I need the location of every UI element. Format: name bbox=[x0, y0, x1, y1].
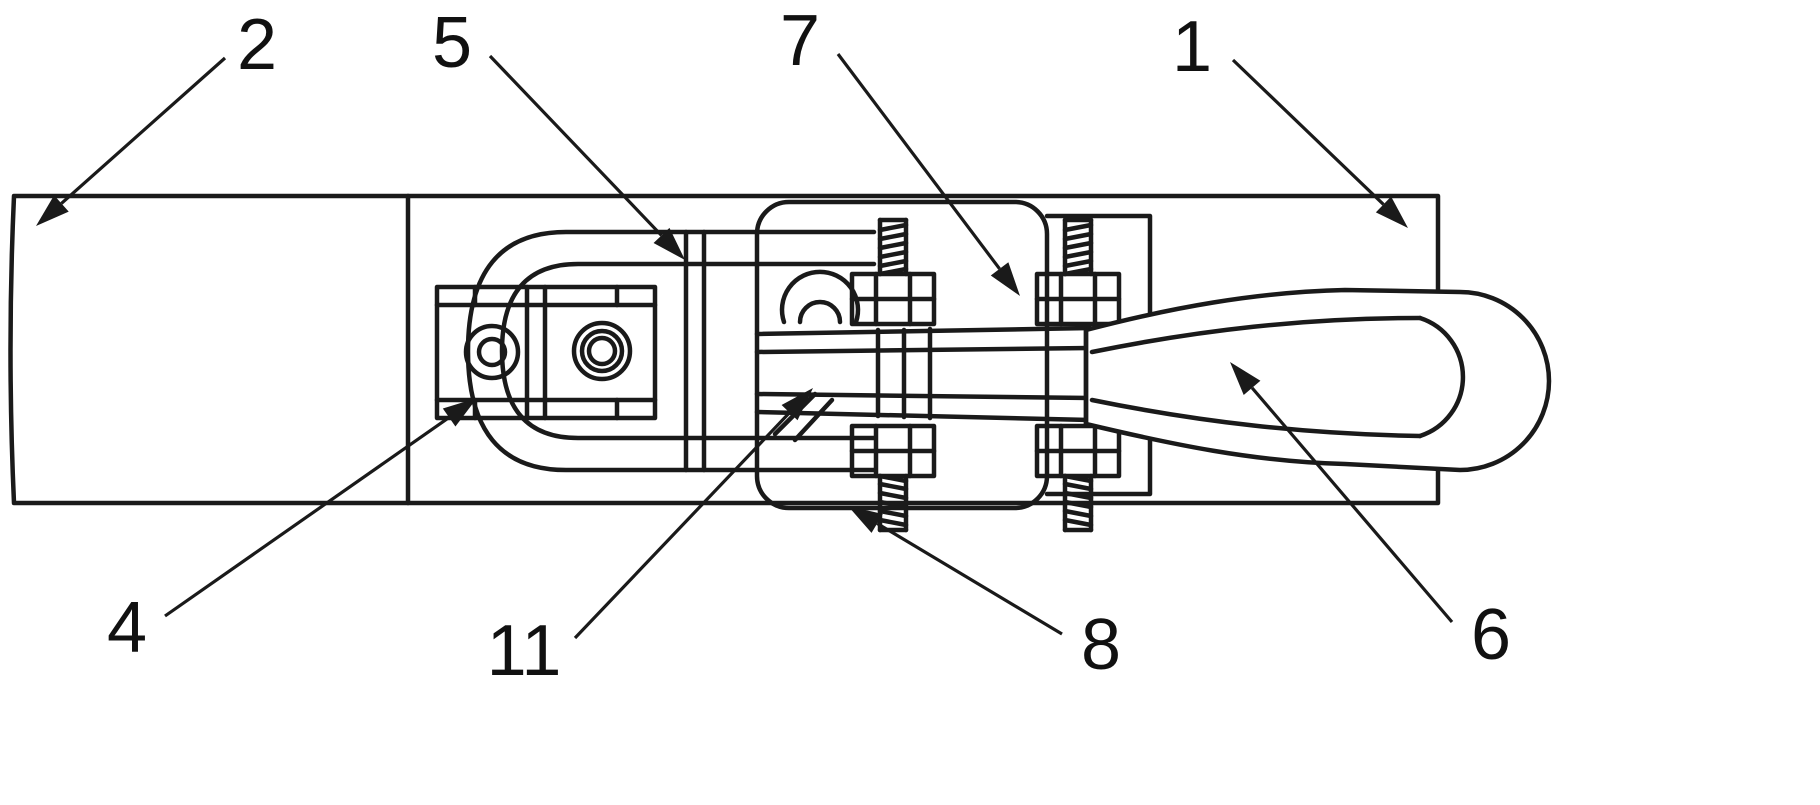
leader-arrowhead bbox=[1375, 196, 1408, 228]
bolt-top-left bbox=[852, 220, 934, 324]
leader-line bbox=[488, 54, 663, 237]
callout-4: 4 bbox=[107, 398, 477, 668]
handle-grip-line bbox=[1089, 397, 1423, 439]
leader-arrowhead bbox=[990, 262, 1020, 296]
fastener-bolts bbox=[852, 220, 1119, 530]
leader-line bbox=[836, 53, 1001, 270]
callout-label: 11 bbox=[487, 611, 562, 691]
pivot-boss-inner bbox=[797, 299, 843, 325]
linkage-bar bbox=[754, 345, 1093, 355]
leader-arrowhead bbox=[1230, 362, 1261, 395]
leader-line bbox=[573, 411, 791, 640]
callout-8: 8 bbox=[848, 506, 1121, 685]
catch-block bbox=[434, 284, 658, 421]
leader-arrowhead bbox=[442, 398, 477, 427]
linkage-bar bbox=[754, 409, 1093, 423]
u-latch-inner bbox=[499, 261, 877, 441]
base-plates bbox=[8, 193, 1441, 506]
handle-grip-cap bbox=[1417, 315, 1466, 439]
callout-label: 4 bbox=[107, 588, 147, 668]
pivot-boss bbox=[779, 269, 861, 325]
callout-6: 6 bbox=[1230, 362, 1511, 675]
catch-hole-right-washer bbox=[579, 328, 625, 374]
catch-hole-left-inner bbox=[476, 336, 508, 368]
bolt-top-right bbox=[1037, 220, 1119, 324]
bolt-bottom-right bbox=[1037, 426, 1119, 530]
leader-arrowhead bbox=[848, 506, 883, 533]
leader-line bbox=[1250, 386, 1454, 624]
leader-arrowhead bbox=[781, 388, 813, 421]
handle-outline bbox=[1083, 287, 1552, 473]
base-plate-outline bbox=[8, 193, 1441, 506]
callout-5: 5 bbox=[432, 3, 685, 260]
toggle-linkage bbox=[754, 269, 1093, 443]
callout-2: 2 bbox=[36, 5, 277, 226]
toggle-link-arm bbox=[792, 397, 835, 443]
callout-label: 2 bbox=[237, 5, 277, 85]
catch-hole-left bbox=[463, 323, 521, 381]
callout-label: 1 bbox=[1172, 7, 1212, 87]
leader-arrowhead bbox=[36, 195, 69, 226]
leader-line bbox=[164, 416, 451, 618]
callout-1: 1 bbox=[1172, 7, 1408, 228]
catch-hole-right-inner bbox=[586, 335, 618, 367]
callout-7: 7 bbox=[780, 1, 1020, 296]
callout-label: 8 bbox=[1081, 605, 1121, 685]
callout-label: 7 bbox=[780, 1, 820, 81]
leader-line bbox=[60, 56, 227, 205]
callout-11: 11 bbox=[487, 388, 813, 691]
leader-line bbox=[876, 522, 1063, 636]
linkage-bar bbox=[754, 325, 1093, 337]
handle bbox=[1083, 287, 1552, 473]
catch-hole-right bbox=[571, 320, 633, 382]
leader-line bbox=[1231, 58, 1385, 206]
callout-label: 6 bbox=[1471, 595, 1511, 675]
leader-arrowhead bbox=[653, 227, 685, 260]
handle-grip-line bbox=[1089, 315, 1423, 355]
callout-label: 5 bbox=[432, 3, 472, 83]
